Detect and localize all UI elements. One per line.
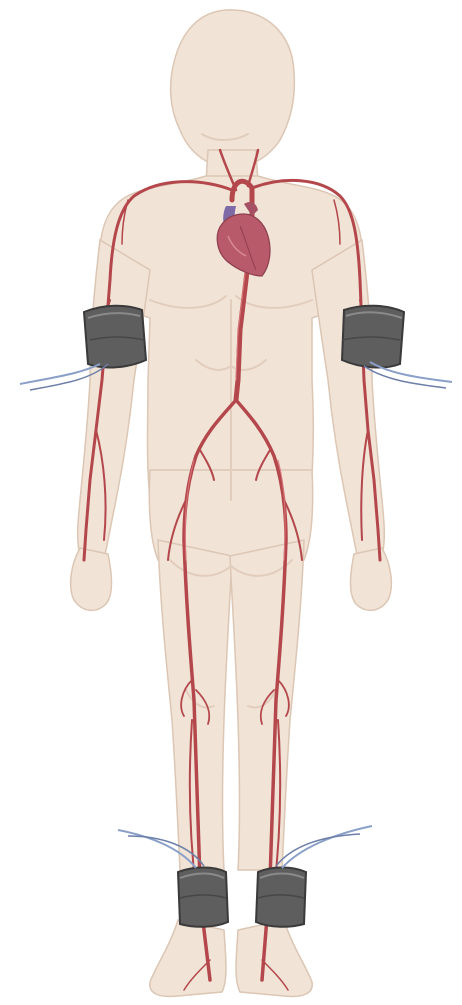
right-arm <box>312 240 384 560</box>
right-hand <box>351 548 392 610</box>
right-leg <box>230 540 304 870</box>
tube-right-ankle <box>282 826 372 868</box>
left-hand <box>71 548 112 610</box>
right-foot <box>236 920 312 996</box>
head <box>171 10 295 164</box>
tube-left-arm <box>20 364 100 384</box>
body-silhouette <box>71 10 392 997</box>
